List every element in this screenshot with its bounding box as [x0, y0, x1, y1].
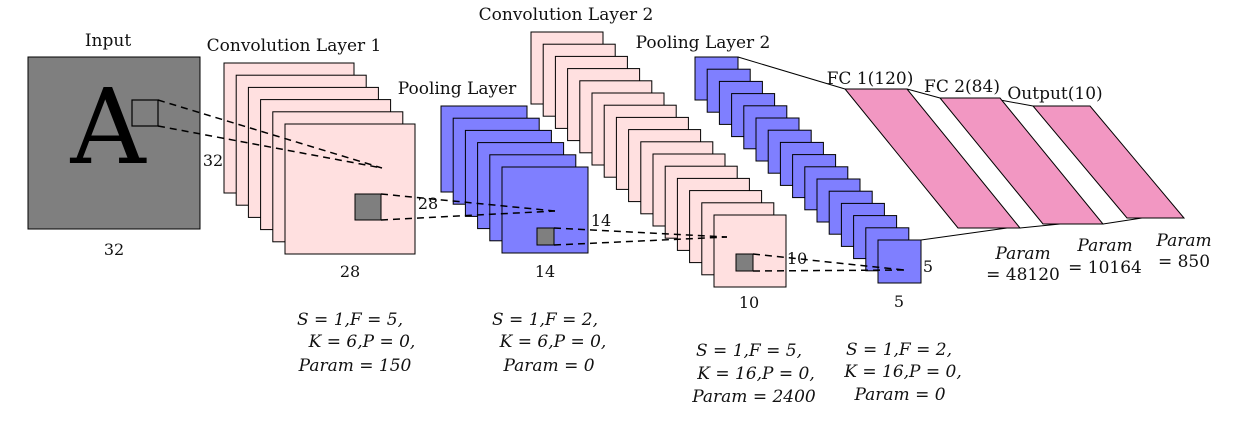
fc2-layer [938, 97, 1105, 225]
connection-line [737, 56, 846, 90]
pool2-param-line: S = 1,F = 2, [846, 340, 952, 360]
projection-line [752, 269, 905, 272]
fc1-label: FC 1(120) [827, 69, 914, 89]
input-image [27, 56, 201, 230]
pool2-param-line: Param = 0 [853, 385, 945, 405]
pool1-size-label: 14 [535, 262, 555, 281]
fc2-param-word: Param [1076, 236, 1132, 256]
pool1-receptive-field [536, 227, 555, 246]
pool2-param-line: K = 16,P = 0, [843, 362, 962, 382]
input-receptive-field [131, 99, 159, 127]
conv2-feature-map [713, 214, 787, 288]
pool2-hyperparams: S = 1,F = 2, K = 16,P = 0, Param = 0 [843, 340, 962, 405]
pool1-hyperparams: S = 1,F = 2, K = 6,P = 0, Param = 0 [492, 310, 606, 376]
input-size-label: 32 [104, 240, 124, 259]
conv2-hyperparams: S = 1,F = 5, K = 16,P = 0, Param = 2400 [691, 341, 816, 407]
conv1-param-line: K = 6,P = 0, [308, 332, 416, 352]
input-label: Input [85, 31, 131, 51]
conv1-hyperparams: S = 1,F = 5, K = 6,P = 0, Param = 150 [297, 310, 415, 376]
pool1-feature-maps [440, 105, 589, 254]
projection-line [553, 227, 728, 238]
conv2-param-line: S = 1,F = 5, [696, 341, 802, 361]
pool2-label: Pooling Layer 2 [636, 33, 771, 53]
input-block: A [27, 56, 201, 230]
pool1-label: Pooling Layer [398, 79, 517, 99]
conv2-feature-maps [530, 31, 787, 288]
output-param-word: Param [1155, 231, 1211, 251]
connection-line [999, 99, 1034, 107]
projection-line [380, 210, 556, 221]
fc1-param-word: Param [994, 244, 1050, 264]
projection-lines [157, 99, 905, 272]
projection-line [380, 193, 556, 212]
connection-line [920, 227, 1008, 241]
conv2-label: Convolution Layer 2 [479, 5, 654, 25]
input-side-label: 32 [203, 151, 223, 170]
conv1-param-line: Param = 150 [298, 356, 412, 376]
pool1-side-label: 14 [591, 211, 611, 230]
connection-line [1102, 217, 1143, 225]
fc2-param-value: = 10164 [1068, 258, 1142, 278]
fc1-param-value: = 48120 [986, 265, 1060, 285]
conv1-side-label: 28 [418, 194, 438, 213]
conv1-feature-map [284, 123, 416, 255]
conv1-receptive-field [354, 193, 382, 221]
projection-line [157, 99, 383, 169]
output-label: Output(10) [1007, 84, 1102, 104]
input-glyph: A [69, 66, 147, 188]
conv2-size-label: 10 [739, 293, 759, 312]
connection-line [1019, 223, 1061, 229]
pool1-param-line: S = 1,F = 2, [492, 310, 598, 330]
fc-connection-lines [737, 56, 1143, 241]
conv1-size-label: 28 [340, 262, 360, 281]
conv1-param-line: S = 1,F = 5, [297, 310, 403, 330]
conv1-label: Convolution Layer 1 [207, 36, 382, 56]
conv2-receptive-field [735, 253, 754, 272]
conv1-feature-maps [223, 62, 416, 255]
conv2-param-line: K = 16,P = 0, [696, 364, 815, 384]
connection-line [906, 88, 941, 99]
fc1-layer [843, 88, 1022, 229]
pool2-feature-map [877, 239, 922, 284]
pool2-feature-maps [694, 56, 922, 284]
pool2-size-label: 5 [894, 292, 904, 311]
pool1-param-line: Param = 0 [502, 356, 594, 376]
conv2-side-label: 10 [787, 249, 807, 268]
projection-line [553, 236, 728, 246]
projection-line [157, 125, 383, 169]
fc2-label: FC 2(84) [924, 77, 1000, 97]
projection-line [752, 253, 905, 271]
pool2-side-label: 5 [923, 257, 933, 276]
conv2-param-line: Param = 2400 [691, 387, 816, 407]
output-layer [1031, 105, 1186, 219]
output-param-value: = 850 [1158, 252, 1210, 272]
pool1-param-line: K = 6,P = 0, [499, 332, 607, 352]
